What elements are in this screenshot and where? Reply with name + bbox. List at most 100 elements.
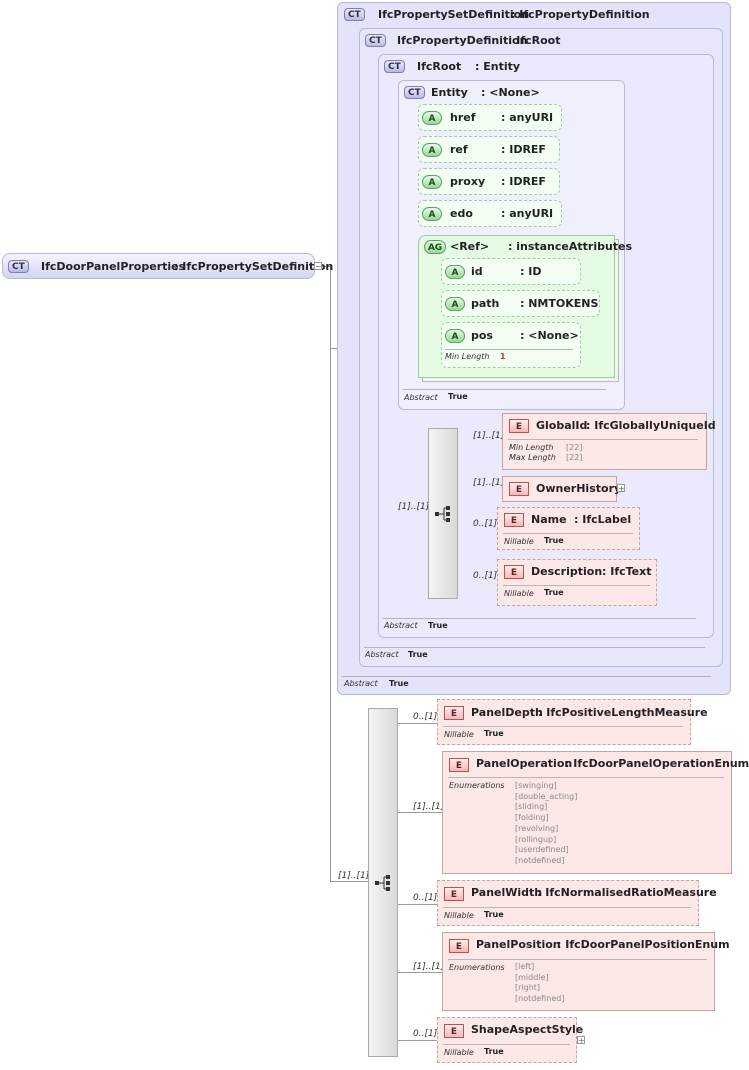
element-type: : IfcDoorPanelPositionEnum xyxy=(557,938,730,951)
facet-label: Nillable xyxy=(444,1048,474,1057)
ct3-name: IfcRoot xyxy=(417,60,462,73)
element-ownerhistory[interactable]: E OwnerHistory xyxy=(502,476,621,502)
connector xyxy=(330,881,368,882)
element-paneldepth[interactable]: E PanelDepth : IfcPositiveLengthMeasure … xyxy=(437,699,708,745)
divider xyxy=(448,959,707,960)
abstract-label: Abstract xyxy=(344,679,378,688)
ct2-type: : IfcRoot xyxy=(508,34,561,47)
ct-badge: CT xyxy=(344,8,365,21)
enum-value: [folding] xyxy=(515,813,549,823)
attribute-badge: A xyxy=(422,207,442,221)
element-type: : IfcDoorPanelOperationEnum xyxy=(565,757,749,770)
connector xyxy=(397,723,437,724)
element-panelwidth[interactable]: E PanelWidth : IfcNormalisedRatioMeasure… xyxy=(437,880,717,926)
facet-label: Nillable xyxy=(444,730,474,739)
enum-value: [notdefined] xyxy=(515,855,565,865)
attribute-type: : NMTOKENS xyxy=(520,297,599,310)
attribute-badge: A xyxy=(445,265,465,279)
expand-icon[interactable]: + xyxy=(577,1036,585,1045)
attribute-type: : IDREF xyxy=(501,175,546,188)
element-name: PanelOperation xyxy=(476,757,573,770)
element-multiplicity: [1]..[1] xyxy=(413,962,445,972)
attribute-type: : anyURI xyxy=(501,111,554,124)
element-type: : IfcText xyxy=(602,565,652,578)
enum-value: [userdefined] xyxy=(515,845,569,855)
element-badge: E xyxy=(444,706,464,720)
facet-label: Min Length xyxy=(445,352,490,361)
element-badge: E xyxy=(444,1024,464,1038)
enum-value: [sliding] xyxy=(515,802,548,812)
element-globalid[interactable]: E GlobalId : IfcGloballyUniqueId Min Len… xyxy=(502,413,716,470)
attribute-name: ref xyxy=(450,143,468,156)
attribute-type: : anyURI xyxy=(501,207,554,220)
attribute-proxy[interactable]: A proxy : IDREF xyxy=(418,168,560,195)
element-multiplicity: 0..[1] xyxy=(473,519,498,529)
attribute-badge: A xyxy=(445,329,465,343)
ct1-name: IfcPropertySetDefinition xyxy=(378,8,530,21)
attribute-path[interactable]: A path : NMTOKENS xyxy=(441,290,600,317)
facet-value: [22] xyxy=(566,443,583,452)
sequence-compositor[interactable] xyxy=(368,708,398,1057)
attribute-type: : IDREF xyxy=(501,143,546,156)
divider xyxy=(342,676,711,677)
attribute-badge: A xyxy=(422,111,442,125)
divider xyxy=(448,777,724,778)
element-multiplicity: [1]..[1] xyxy=(413,802,445,812)
attribute-badge: A xyxy=(422,143,442,157)
divider xyxy=(383,618,696,619)
element-badge: E xyxy=(509,482,529,496)
element-panelposition[interactable]: E PanelPosition : IfcDoorPanelPositionEn… xyxy=(442,932,730,1011)
attribute-name: path xyxy=(471,297,500,310)
sequence-multiplicity: [1]..[1] xyxy=(398,502,430,512)
connector xyxy=(330,266,331,882)
enum-value: [double_acting] xyxy=(515,791,578,801)
attribute-pos[interactable]: A pos : <None> Min Length 1 xyxy=(441,322,581,368)
attribute-ref[interactable]: A ref : IDREF xyxy=(418,136,560,163)
enum-value: [revolving] xyxy=(515,823,559,833)
ct-badge: CT xyxy=(384,60,405,73)
sequence-multiplicity: [1]..[1] xyxy=(338,871,370,881)
element-name: ShapeAspectStyle xyxy=(471,1023,584,1036)
abstract-label: Abstract xyxy=(404,393,438,402)
enum-value: [middle] xyxy=(515,972,549,982)
divider xyxy=(503,585,650,586)
ct3-type: : Entity xyxy=(475,60,521,73)
root-complex-type[interactable]: CT IfcDoorPanelProperties : IfcPropertyS… xyxy=(2,253,333,279)
attribute-edo[interactable]: A edo : anyURI xyxy=(418,200,562,227)
collapse-icon[interactable]: − xyxy=(314,262,322,271)
attribute-name: edo xyxy=(450,207,473,220)
facet-value: [22] xyxy=(566,453,583,462)
root-type: : IfcPropertySetDefinition xyxy=(174,260,334,273)
sequence-icon xyxy=(375,875,390,891)
attribute-badge: A xyxy=(445,297,465,311)
attribute-name: id xyxy=(471,265,483,278)
abstract-value: True xyxy=(428,621,448,630)
connector xyxy=(397,812,442,813)
element-multiplicity: [1]..[1] xyxy=(473,478,505,488)
element-description[interactable]: E Description : IfcText Nillable True xyxy=(497,559,657,606)
facet-label: Max Length xyxy=(509,453,556,462)
element-paneloperation[interactable]: E PanelOperation : IfcDoorPanelOperation… xyxy=(442,751,749,874)
element-badge: E xyxy=(449,758,469,772)
expand-icon[interactable]: + xyxy=(617,484,625,493)
element-name[interactable]: E Name : IfcLabel Nillable True xyxy=(497,507,640,550)
facet-label: Nillable xyxy=(504,589,534,598)
element-shapeaspectstyle[interactable]: E ShapeAspectStyle Nillable True xyxy=(437,1017,583,1063)
facet-value: True xyxy=(484,910,504,919)
element-badge: E xyxy=(449,939,469,953)
element-badge: E xyxy=(444,887,464,901)
attribute-id[interactable]: A id : ID xyxy=(441,258,581,285)
facet-label: Nillable xyxy=(444,911,474,920)
divider xyxy=(443,907,691,908)
abstract-label: Abstract xyxy=(384,621,418,630)
enumerations-label: Enumerations xyxy=(449,781,505,790)
element-type: : IfcPositiveLengthMeasure xyxy=(538,706,708,719)
element-type: : IfcLabel xyxy=(574,513,632,526)
ct4-type: : <None> xyxy=(481,86,540,99)
abstract-value: True xyxy=(389,679,409,688)
ct-badge: CT xyxy=(365,34,386,47)
attribute-href[interactable]: A href : anyURI xyxy=(418,104,562,131)
enum-value: [right] xyxy=(515,983,541,993)
sequence-compositor[interactable] xyxy=(428,428,458,599)
element-multiplicity: 0..[1] xyxy=(413,893,438,903)
